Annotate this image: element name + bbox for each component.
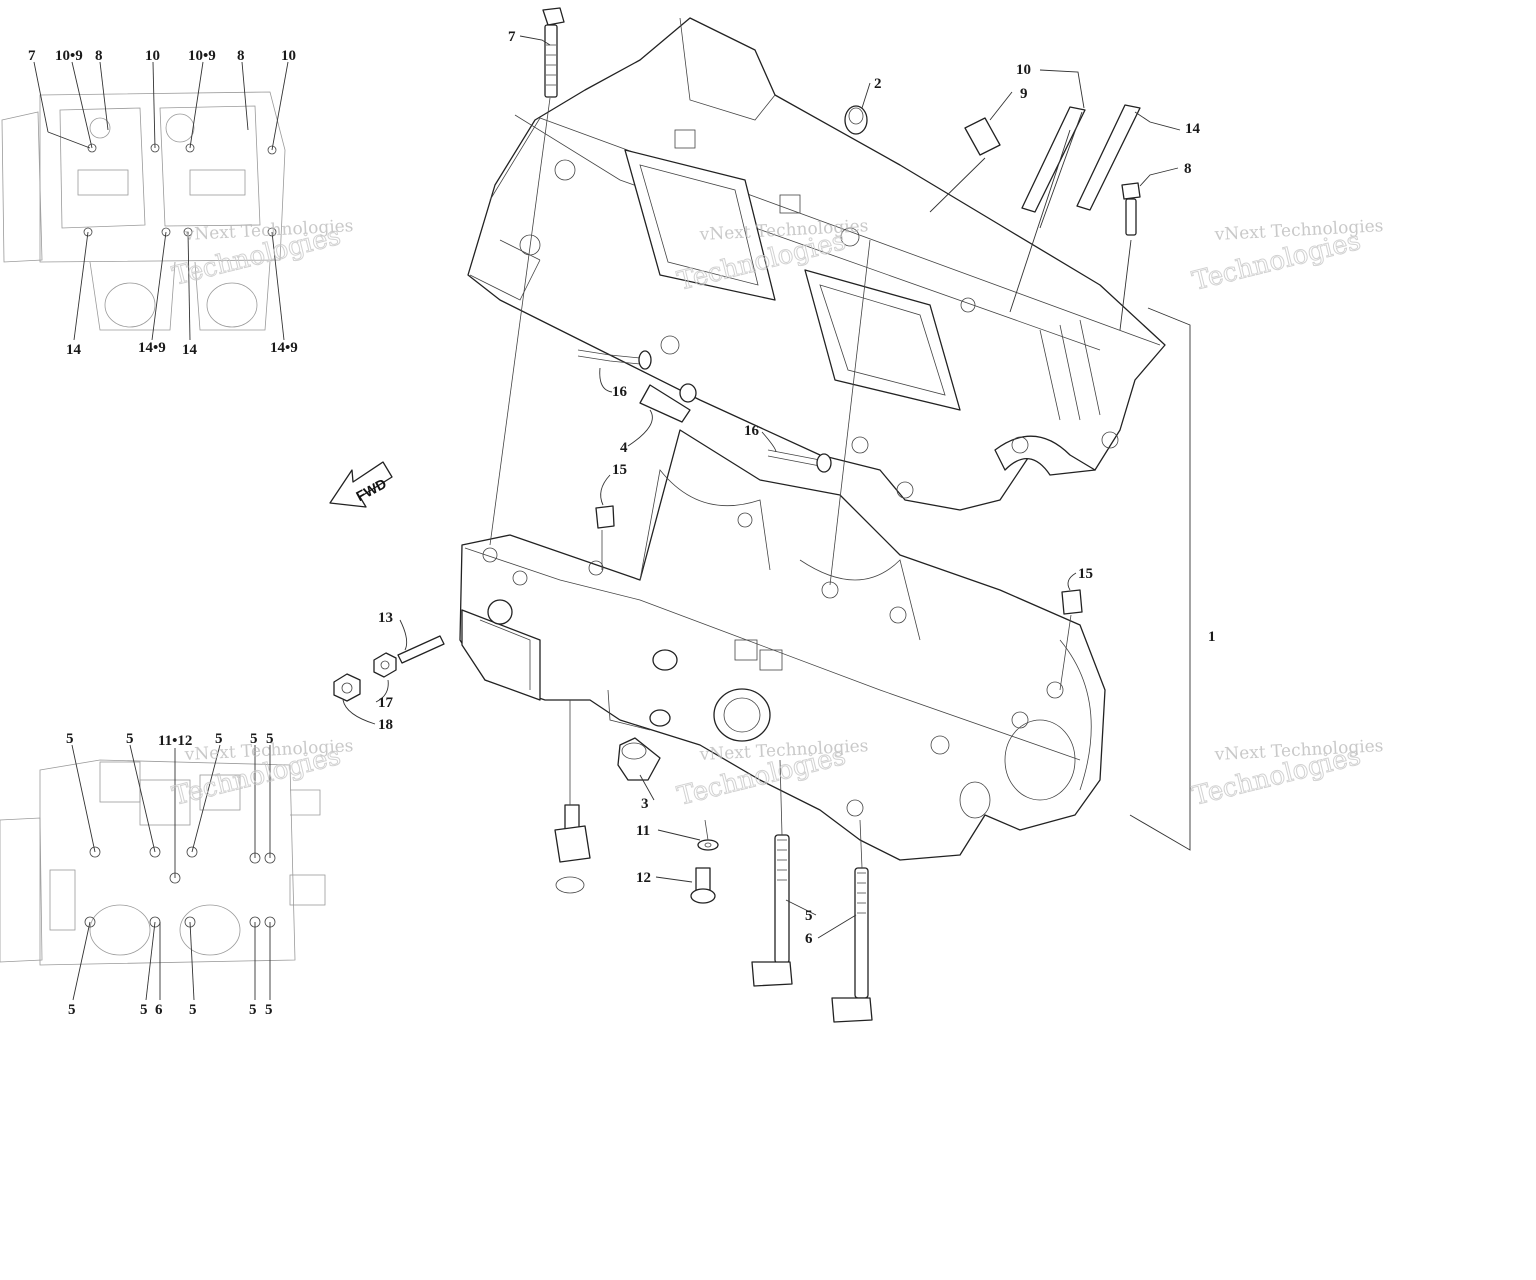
callout-labels: 7 2 9 10 14 8 16 4 16 15 15 1 13 17 18 3… [378,29,1216,947]
lower-crankcase [459,429,1106,861]
callout-leaders [342,35,1181,939]
callout-10: 10 [1016,62,1031,78]
callout-3: 3 [641,796,649,812]
inset-bottom-bottom-label-1: 5 [68,1002,76,1018]
inset-top-label-5: 10•9 [188,48,216,64]
callout-2: 2 [874,76,882,92]
callout-5: 5 [805,908,813,924]
assembly-guides [489,97,1072,869]
inset-top-engine-view: 7 10•9 8 10 10•9 8 10 14 14•9 14 14•9 [0,48,298,358]
inset-top-label-7: 10 [281,48,296,64]
callout-7: 7 [508,29,516,45]
callout-11: 11 [636,823,650,839]
inset-top-label-3: 8 [95,48,103,64]
callout-1: 1 [1208,629,1216,645]
inset-bottom-label-3: 11•12 [158,733,192,749]
inset-top-bottom-label-3: 14 [182,342,198,358]
inset-bottom-label-4: 5 [215,731,223,747]
inset-bottom-label-2: 5 [126,731,134,747]
inset-bottom-bottom-label-4: 5 [189,1002,197,1018]
inset-top-label-4: 10 [145,48,160,64]
callout-8: 8 [1184,161,1192,177]
callout-4: 4 [620,440,628,456]
callout-9: 9 [1020,86,1028,102]
callout-6: 6 [805,931,813,947]
callout-16-top: 16 [612,384,628,400]
upper-crankcase [467,17,1166,511]
callout-14: 14 [1185,121,1201,137]
callout-15-right: 15 [1078,566,1093,582]
inset-top-label-1: 7 [28,48,36,64]
assembly-bracket-1 [1129,307,1191,851]
callout-12: 12 [636,870,651,886]
inset-top-label-6: 8 [237,48,245,64]
callout-17: 17 [378,695,394,711]
inset-bottom-bottom-label-6: 5 [265,1002,273,1018]
fwd-direction-arrow: FWD [329,461,393,508]
inset-top-bottom-label-2: 14•9 [138,340,166,356]
inset-bottom-label-5: 5 [250,731,258,747]
inset-bottom-label-1: 5 [66,731,74,747]
inset-top-bottom-label-1: 14 [66,342,82,358]
inset-bottom-engine-view: 5 5 11•12 5 5 5 5 5 6 5 5 5 [0,731,326,1018]
callout-18: 18 [378,717,393,733]
inset-bottom-label-6: 5 [266,731,274,747]
callout-15-left: 15 [612,462,627,478]
inset-top-label-2: 10•9 [55,48,83,64]
inset-bottom-bottom-label-2: 5 [140,1002,148,1018]
callout-13: 13 [378,610,393,626]
inset-top-bottom-label-4: 14•9 [270,340,298,356]
inset-bottom-bottom-label-3: 6 [155,1002,163,1018]
callout-16-lower: 16 [744,423,760,439]
inset-bottom-bottom-label-5: 5 [249,1002,257,1018]
